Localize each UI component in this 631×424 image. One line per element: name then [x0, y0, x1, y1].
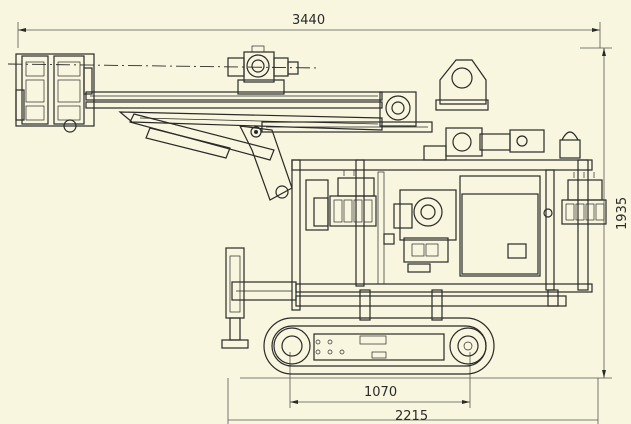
- hydraulic-tank: [459, 175, 553, 277]
- power-unit: [383, 189, 457, 273]
- rod-clamp-front: [15, 55, 49, 125]
- warning-lamp: [559, 131, 581, 159]
- mast-pivot-head: [379, 59, 489, 127]
- valve-block-right: [561, 172, 607, 225]
- main-frame: [291, 159, 593, 311]
- drill-mast: [7, 53, 383, 131]
- rod-clamp-rear: [53, 55, 93, 133]
- dimension-track-length-label: 2215: [395, 409, 428, 424]
- dimension-track-length: 2215: [227, 378, 599, 424]
- winch-motor: [423, 127, 545, 161]
- stabilizer-leg: [221, 247, 297, 349]
- support-arm: [238, 121, 433, 201]
- dimension-overall-length-label: 3440: [292, 13, 325, 28]
- crawler-track: [263, 317, 495, 375]
- dimension-overall-length: 3440: [17, 13, 601, 48]
- track-mounts: [359, 289, 559, 321]
- valve-block-left: [305, 170, 377, 231]
- rotary-head: [227, 45, 299, 95]
- dimension-track-center: 1070: [289, 352, 471, 408]
- lift-cylinder-upper: [129, 113, 275, 161]
- dimension-track-center-label: 1070: [364, 385, 397, 400]
- dimension-overall-height-label: 1935: [615, 197, 630, 230]
